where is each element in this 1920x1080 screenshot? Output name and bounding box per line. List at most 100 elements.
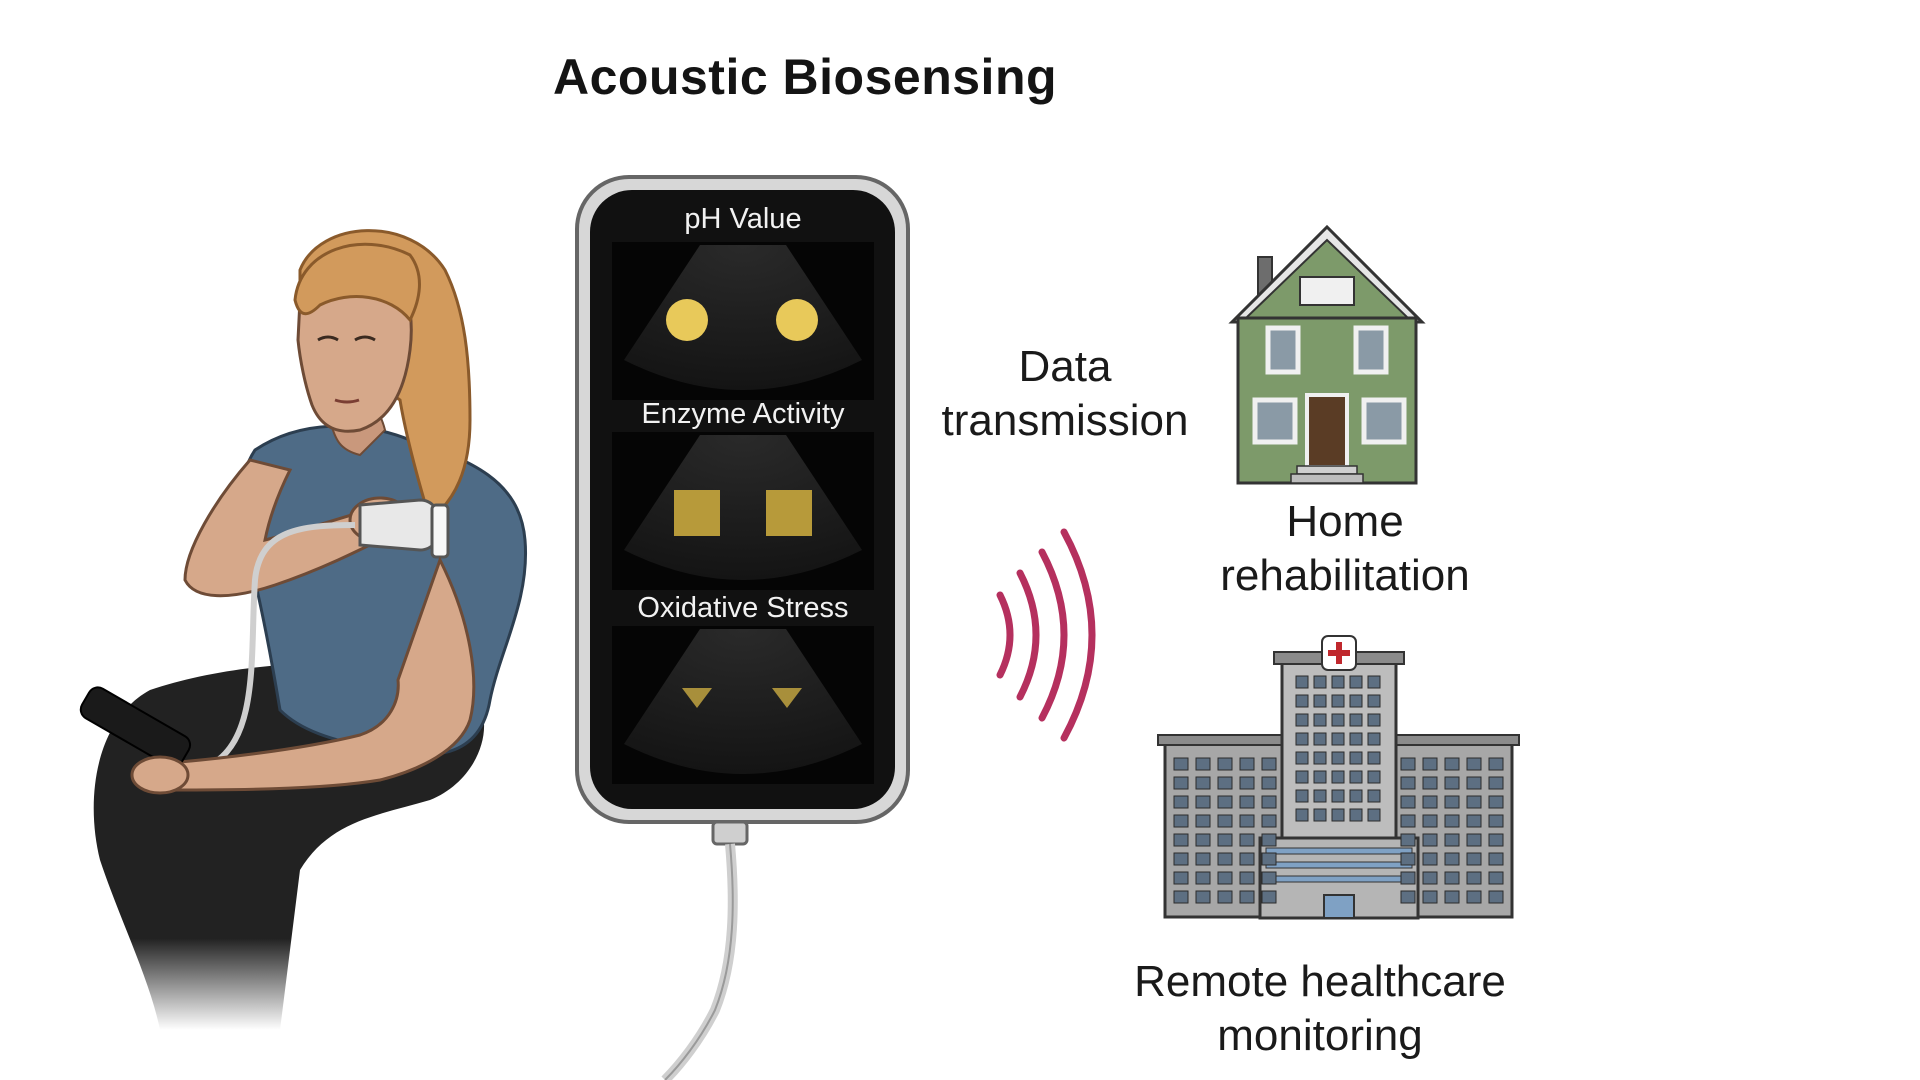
enzyme-marker-right [766, 490, 812, 536]
hospital-window [1466, 833, 1482, 847]
hospital-window [1444, 833, 1460, 847]
hospital-window [1217, 795, 1233, 809]
hospital-window [1261, 852, 1277, 866]
hospital-window [1488, 795, 1504, 809]
hospital-window [1217, 871, 1233, 885]
hospital-window [1422, 833, 1438, 847]
hospital-window [1488, 776, 1504, 790]
hospital-window [1239, 776, 1255, 790]
hospital-window [1217, 833, 1233, 847]
hospital-window [1313, 808, 1327, 822]
home-line-1: Home [1286, 497, 1404, 546]
hospital-window [1217, 776, 1233, 790]
hospital-window [1195, 871, 1211, 885]
hospital-window [1444, 776, 1460, 790]
hospital-window [1466, 814, 1482, 828]
hospital-window [1313, 694, 1327, 708]
hospital-window [1173, 757, 1189, 771]
hospital-window [1239, 833, 1255, 847]
hospital-window [1173, 871, 1189, 885]
hospital-window [1349, 808, 1363, 822]
hospital-window [1349, 751, 1363, 765]
hospital-window [1400, 757, 1416, 771]
hospital-window [1331, 732, 1345, 746]
hospital-window [1349, 713, 1363, 727]
phone-device [575, 175, 910, 1080]
hospital-window [1261, 776, 1277, 790]
panel-label-ph: pH Value [684, 203, 802, 235]
remote-healthcare-label: Remote healthcare monitoring [1110, 955, 1530, 1063]
hospital-window [1261, 890, 1277, 904]
hospital-window [1173, 776, 1189, 790]
hospital-window [1295, 751, 1309, 765]
hospital-window [1488, 833, 1504, 847]
hospital-window [1331, 751, 1345, 765]
hospital-window [1400, 776, 1416, 790]
hospital-window [1444, 795, 1460, 809]
hospital-window [1488, 852, 1504, 866]
hospital-window [1367, 713, 1381, 727]
phone-cable [661, 843, 738, 1080]
hospital-window [1239, 852, 1255, 866]
hospital-window [1400, 795, 1416, 809]
hospital-window [1422, 871, 1438, 885]
hospital-window [1173, 852, 1189, 866]
hospital-window [1195, 833, 1211, 847]
hospital-window [1313, 713, 1327, 727]
hospital-line-2: monitoring [1217, 1011, 1423, 1060]
hospital-window [1313, 770, 1327, 784]
hospital-window [1331, 789, 1345, 803]
hospital-window [1313, 751, 1327, 765]
hospital-window [1466, 871, 1482, 885]
transmission-line-2: transmission [941, 396, 1189, 445]
hospital-icon [1157, 635, 1520, 920]
hospital-window [1195, 776, 1211, 790]
hospital-window [1195, 795, 1211, 809]
panel-label-oxidative: Oxidative Stress [637, 592, 849, 624]
hospital-window [1239, 757, 1255, 771]
hospital-window [1444, 852, 1460, 866]
hospital-window [1173, 890, 1189, 904]
hospital-window [1313, 789, 1327, 803]
hospital-window [1488, 757, 1504, 771]
house-icon [1228, 224, 1426, 485]
handheld-phone-icon [79, 686, 192, 769]
hospital-window [1400, 833, 1416, 847]
hospital-window [1261, 757, 1277, 771]
hospital-window [1466, 757, 1482, 771]
hospital-window [1261, 814, 1277, 828]
hospital-window [1261, 833, 1277, 847]
data-transmission-label: Data transmission [930, 340, 1200, 448]
oxidative-marker-right [772, 688, 802, 708]
hospital-window [1331, 694, 1345, 708]
hospital-window [1400, 890, 1416, 904]
hospital-window [1422, 757, 1438, 771]
hospital-window [1466, 776, 1482, 790]
enzyme-marker-left [674, 490, 720, 536]
hospital-window [1239, 890, 1255, 904]
hospital-window [1195, 890, 1211, 904]
hospital-window [1295, 694, 1309, 708]
hospital-window [1195, 814, 1211, 828]
hospital-window [1400, 871, 1416, 885]
hospital-window [1466, 795, 1482, 809]
hospital-window [1444, 871, 1460, 885]
hospital-window [1367, 789, 1381, 803]
hospital-window [1173, 814, 1189, 828]
hospital-window [1239, 871, 1255, 885]
woman-illustration [79, 229, 528, 1030]
hospital-window [1331, 675, 1345, 689]
hospital-window [1195, 852, 1211, 866]
hospital-window [1349, 732, 1363, 746]
arm-probe [183, 458, 392, 598]
hospital-window [1367, 732, 1381, 746]
hospital-window [1488, 814, 1504, 828]
hospital-line-1: Remote healthcare [1134, 957, 1506, 1006]
home-line-2: rehabilitation [1220, 551, 1470, 600]
hospital-window [1295, 713, 1309, 727]
hospital-window [1422, 852, 1438, 866]
hospital-window [1422, 795, 1438, 809]
hospital-window [1488, 871, 1504, 885]
hospital-window [1239, 814, 1255, 828]
hospital-window [1217, 757, 1233, 771]
